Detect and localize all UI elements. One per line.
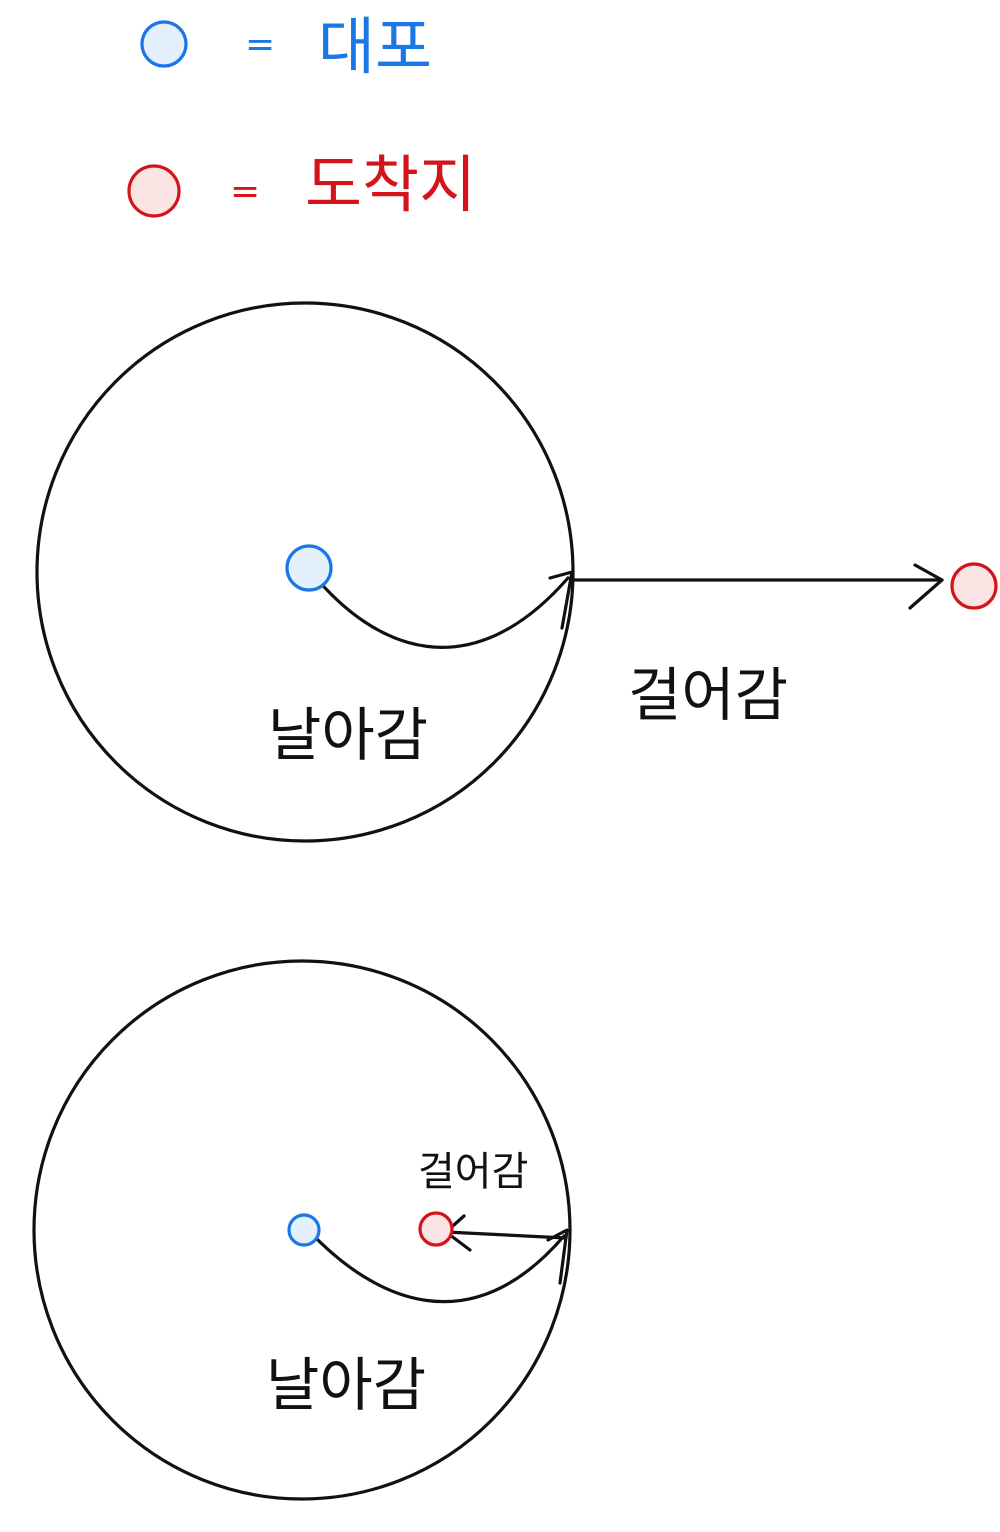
destination-marker <box>950 562 998 610</box>
scenario-bottom: 걸어감 날아감 <box>32 959 572 1501</box>
legend-separator: = <box>245 24 275 65</box>
walk-arrowhead <box>908 563 944 610</box>
flight-arc <box>308 1230 566 1304</box>
flight-arc <box>310 571 570 649</box>
legend-item-destination: = 도착지 <box>127 148 476 221</box>
legend-label-destination: 도착지 <box>305 148 476 221</box>
scenario-top: 날아감 걸어감 <box>35 301 998 843</box>
legend-item-cannon: = 대포 <box>140 10 432 83</box>
walk-label: 걸어감 <box>418 1149 528 1195</box>
red-dot-icon <box>127 164 181 218</box>
legend: = 대포 = 도착지 <box>127 10 476 221</box>
walk-back-line <box>444 1230 568 1240</box>
destination-marker <box>418 1211 454 1247</box>
fly-label: 날아감 <box>268 701 428 769</box>
walk-label: 걸어감 <box>628 661 788 729</box>
cannon-marker <box>285 544 333 592</box>
flight-range-circle <box>32 959 572 1501</box>
flight-arrowhead <box>548 570 574 630</box>
fly-label: 날아감 <box>266 1351 426 1419</box>
legend-separator: = <box>230 171 260 212</box>
cannon-marker <box>287 1213 321 1247</box>
legend-label-cannon: 대포 <box>318 10 432 83</box>
blue-dot-icon <box>140 20 188 68</box>
